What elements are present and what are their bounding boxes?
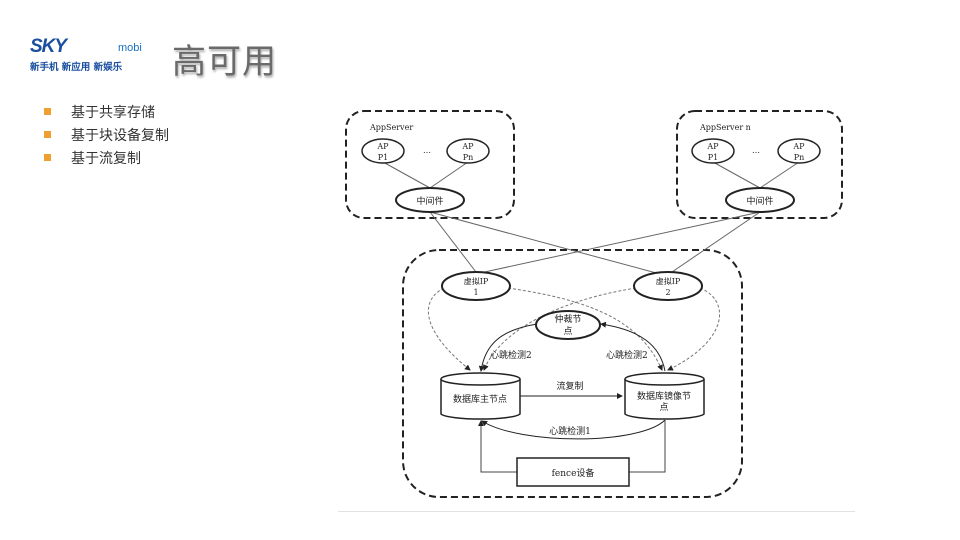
- vip-label: 2: [665, 288, 670, 297]
- heartbeat-2-right-arrow: [600, 321, 666, 372]
- virtual-ip-1-node: [441, 271, 511, 301]
- bullet-item: 基于流复制: [44, 146, 169, 169]
- logo-brand: SKY: [30, 36, 67, 57]
- logo-slogan: 新手机 新应用 新娱乐: [30, 62, 123, 73]
- heartbeat-1-label: 心跳检测1: [549, 425, 591, 437]
- arbiter-label: 仲裁节: [554, 313, 581, 325]
- network-links: [382, 161, 800, 275]
- primary-db-node: 数据库主节点: [440, 372, 521, 420]
- heartbeat-1-arrow: [481, 419, 666, 440]
- bullet-icon: [44, 108, 51, 115]
- logo-suffix: mobi: [118, 42, 142, 54]
- bullet-item: 基于共享存储: [44, 100, 169, 123]
- fence-device-label: fence设备: [552, 467, 595, 479]
- mirror-db-label: 点: [659, 402, 668, 413]
- middleware-label: 中间件: [746, 195, 773, 207]
- mirror-db-node: 数据库镜像节 点: [624, 372, 705, 420]
- footer-divider: [338, 511, 855, 512]
- virtual-ip-2-node: [633, 271, 703, 301]
- node-label: Pn: [794, 153, 805, 162]
- node-label: AP: [461, 142, 474, 151]
- middleware-node: [725, 187, 795, 213]
- vip-label: 虚拟IP: [656, 276, 681, 286]
- bullet-text: 基于流复制: [71, 150, 141, 167]
- fence-link-primary: [478, 420, 517, 473]
- company-logo: SKY mobi 新手机 新应用 新娱乐: [30, 36, 155, 76]
- bullet-text: 基于块设备复制: [71, 127, 169, 144]
- arbiter-node: [535, 310, 601, 340]
- heartbeat-2-left-label: 心跳检测2: [490, 349, 532, 361]
- fence-device-box: [516, 457, 630, 487]
- page-title: 高可用: [172, 42, 277, 82]
- node-label: P1: [708, 153, 718, 162]
- node-label: AP: [706, 142, 719, 151]
- app-pn-node: [446, 138, 490, 164]
- appserver-1-box: [345, 110, 515, 219]
- appserver-n-box: [676, 110, 843, 219]
- node-label: P1: [378, 153, 388, 162]
- middleware-label: 中间件: [416, 195, 443, 207]
- vip-label: 虚拟IP: [464, 276, 489, 286]
- ellipsis: …: [752, 146, 760, 155]
- appserver-n-label: AppServer n: [699, 123, 751, 132]
- heartbeat-2-left-arrow: [478, 323, 538, 372]
- heartbeat-2-right-label: 心跳检测2: [606, 349, 648, 361]
- vip-label: 1: [473, 288, 478, 297]
- fence-link-mirror: [629, 420, 666, 473]
- primary-db-label: 数据库主节点: [453, 393, 507, 405]
- bullet-list: 基于共享存储 基于块设备复制 基于流复制: [44, 100, 169, 169]
- node-label: AP: [376, 142, 389, 151]
- failover-paths: [428, 287, 721, 371]
- bullet-icon: [44, 154, 51, 161]
- node-label: AP: [792, 142, 805, 151]
- middleware-node: [395, 187, 465, 213]
- app-pn-node: [777, 138, 821, 164]
- app-p1-node: [361, 138, 405, 164]
- arbiter-label: 点: [563, 326, 572, 337]
- node-label: Pn: [463, 153, 474, 162]
- bullet-text: 基于共享存储: [71, 104, 155, 121]
- bullet-icon: [44, 131, 51, 138]
- mirror-db-label: 数据库镜像节: [637, 390, 691, 402]
- bullet-item: 基于块设备复制: [44, 123, 169, 146]
- stream-replication-label: 流复制: [556, 380, 583, 392]
- app-p1-node: [691, 138, 735, 164]
- appserver-1-label: AppServer: [369, 123, 413, 132]
- ellipsis: …: [423, 146, 431, 155]
